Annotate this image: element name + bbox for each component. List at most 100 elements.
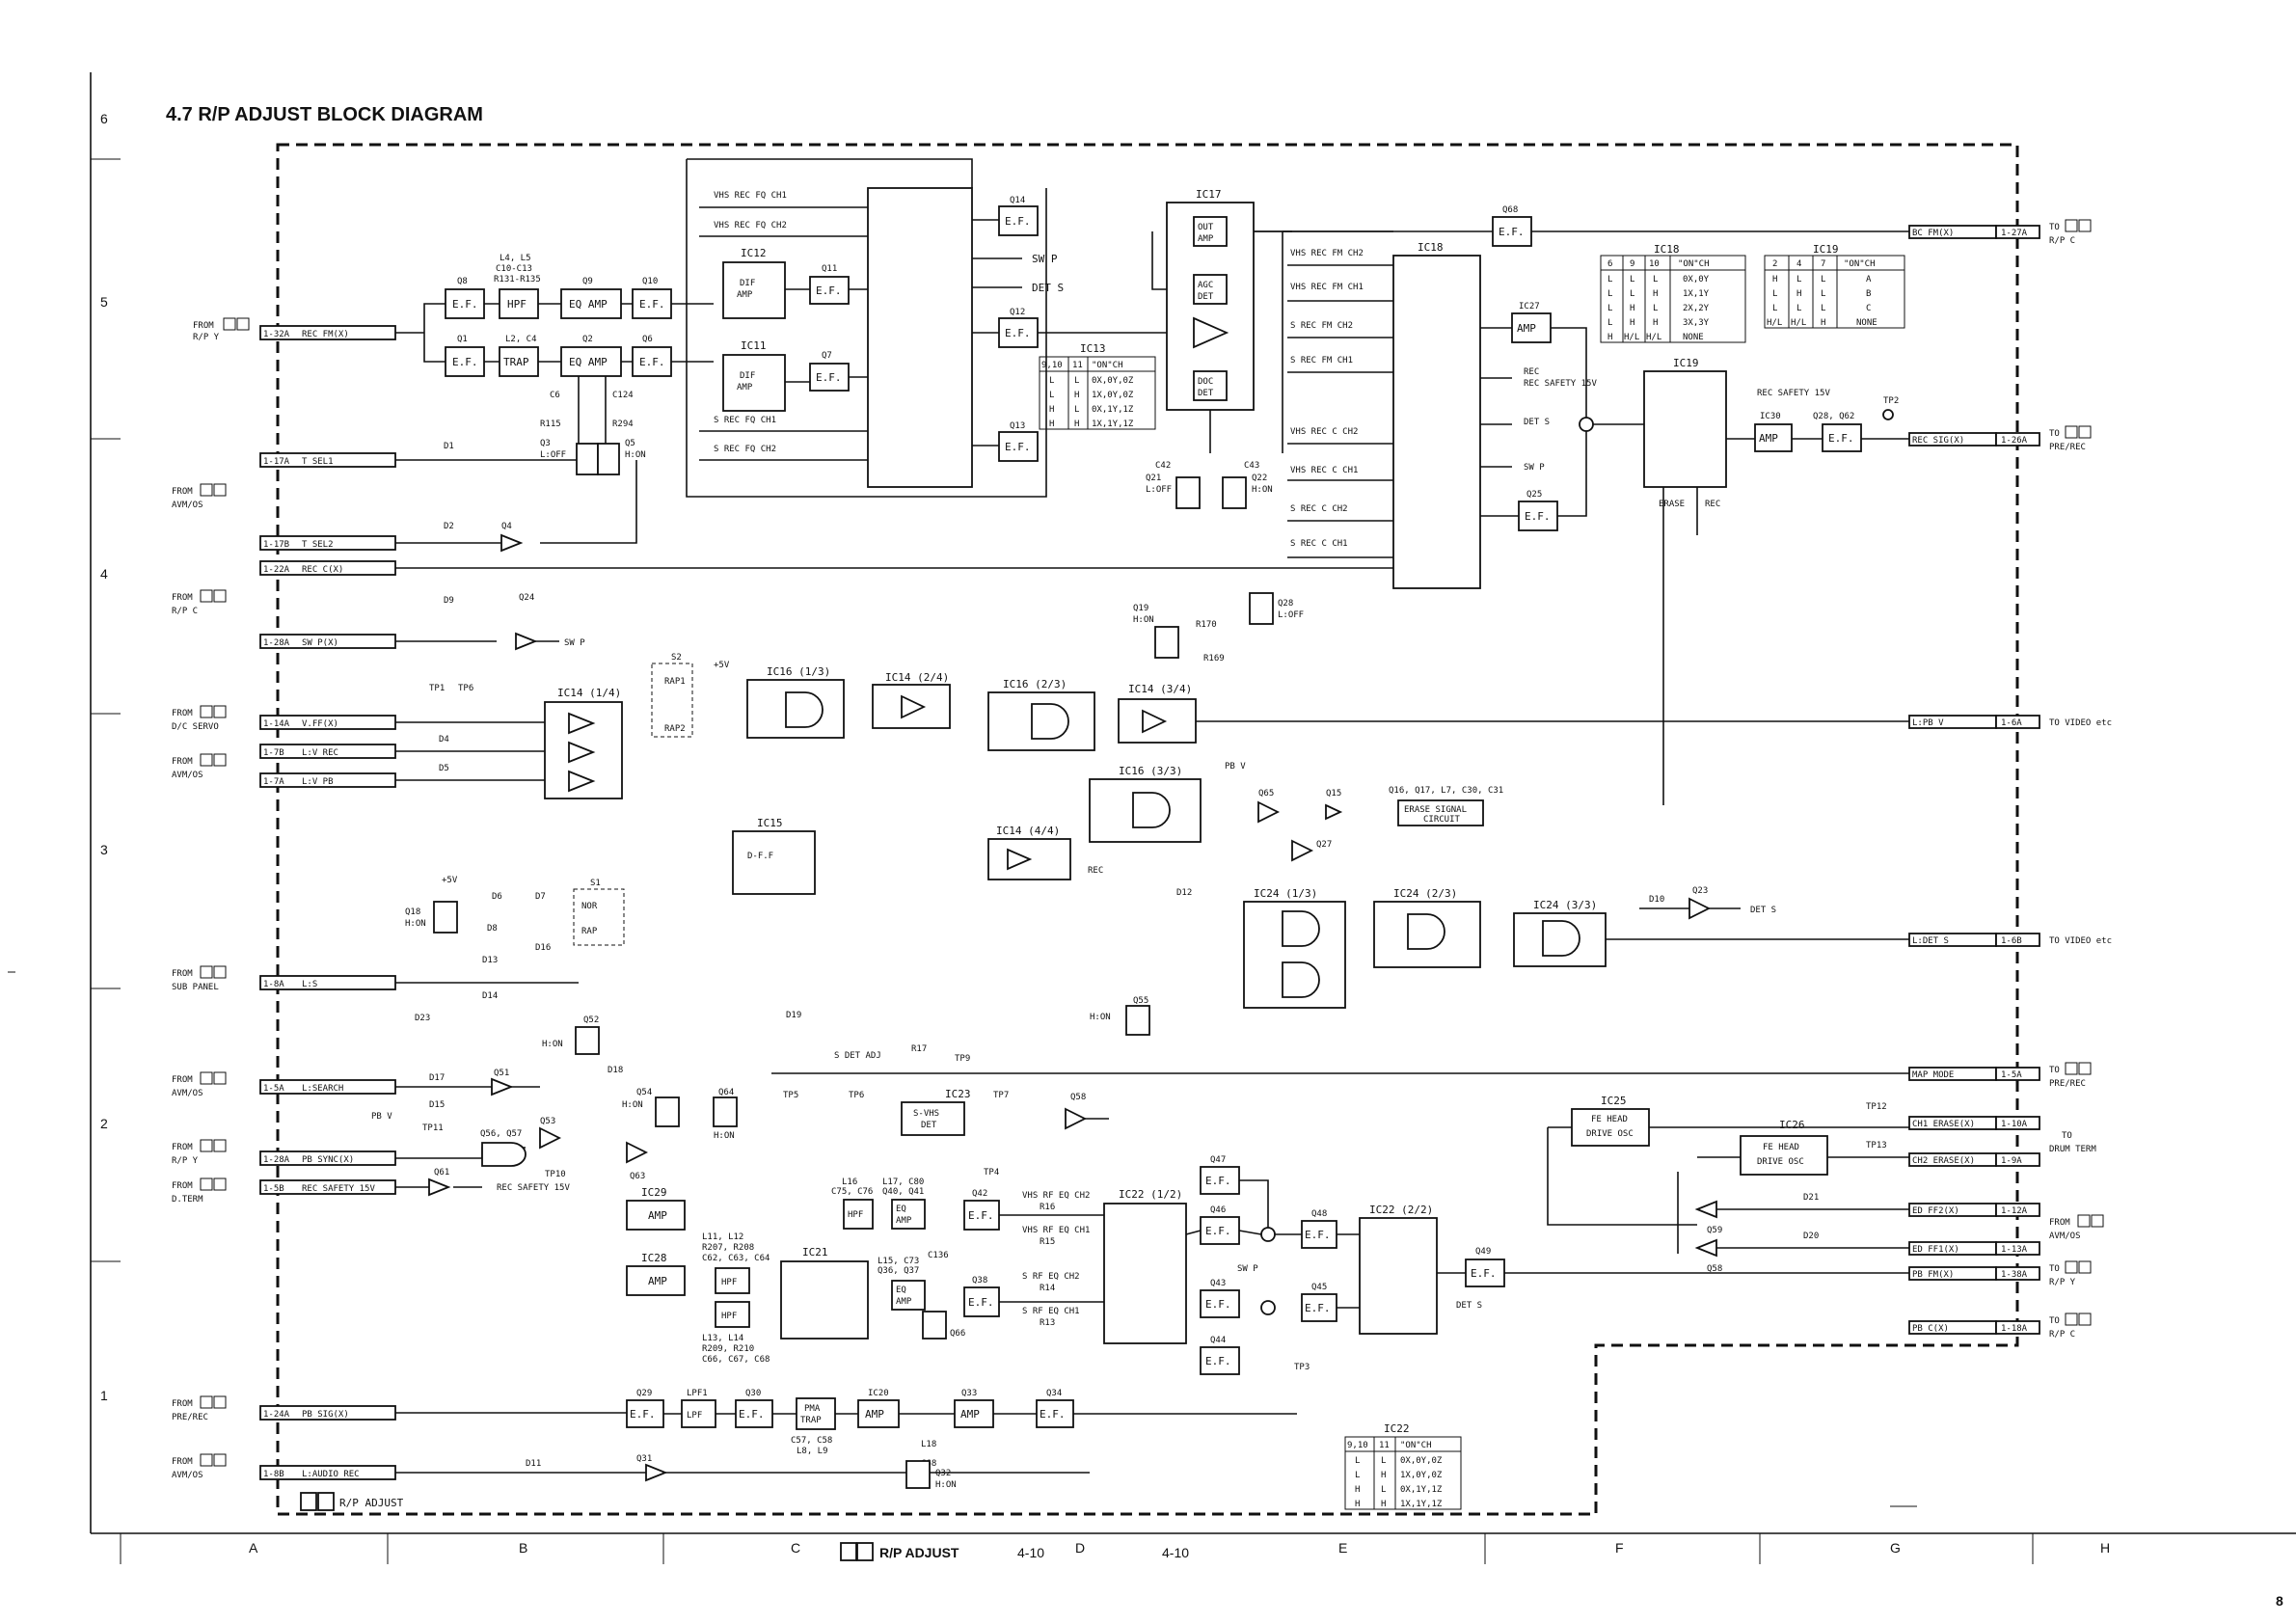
left-signal-lines: SW P REC SAFETY 15V PB V [371,459,1393,1482]
svg-text:L:V REC: L:V REC [302,748,338,758]
svg-text:D2: D2 [444,522,454,531]
svg-text:H: H [1607,333,1612,342]
svg-text:9,10: 9,10 [1347,1441,1368,1450]
svg-text:IC24 (1/3): IC24 (1/3) [1254,887,1317,900]
svg-text:REC: REC [1524,367,1539,377]
output-connectors: BC FM(X) 1-27A TO R/P C REC SIG(X) 1-26A… [1908,219,2112,1340]
svg-text:Q1: Q1 [457,335,468,344]
footer-board-label: R/P ADJUST [879,1545,959,1560]
svg-text:C136: C136 [928,1251,949,1260]
svg-text:IC20: IC20 [868,1389,889,1398]
svg-text:R294: R294 [612,420,634,429]
svg-text:DOC: DOC [1198,377,1213,387]
svg-text:L: L [1772,304,1777,313]
svg-text:Q53: Q53 [540,1117,555,1126]
svg-text:E.F.: E.F. [1305,1302,1331,1314]
svg-text:H: H [1821,318,1825,328]
svg-text:R170: R170 [1196,620,1217,630]
svg-text:S RF EQ CH1: S RF EQ CH1 [1022,1307,1080,1316]
svg-text:Q48: Q48 [1311,1209,1327,1219]
svg-text:E.F.: E.F. [1305,1229,1331,1241]
svg-text:H: H [1049,420,1054,429]
svg-text:LPF1: LPF1 [687,1389,708,1398]
svg-text:S REC FM CH2: S REC FM CH2 [1290,321,1353,331]
svg-text:Q58: Q58 [1707,1264,1722,1274]
svg-text:4: 4 [1796,259,1801,269]
svg-text:0X,0Y: 0X,0Y [1683,275,1710,284]
svg-text:FROM: FROM [172,593,193,603]
row-2: 2 [100,1116,108,1131]
svg-text:10: 10 [1649,259,1660,269]
svg-text:1-8B: 1-8B [263,1470,284,1479]
svg-text:1-27A: 1-27A [2001,229,2028,238]
svg-text:T SEL2: T SEL2 [302,540,334,550]
svg-text:"ON"CH: "ON"CH [1844,259,1876,269]
svg-text:IC27: IC27 [1519,302,1540,311]
svg-text:C43: C43 [1244,461,1259,471]
svg-text:AMP: AMP [896,1297,912,1307]
svg-text:IC16 (1/3): IC16 (1/3) [767,665,830,678]
svg-text:D9: D9 [444,596,454,606]
svg-text:ERASE: ERASE [1659,500,1685,509]
svg-text:L: L [1821,275,1825,284]
svg-text:1-32A: 1-32A [263,330,290,339]
svg-text:S2: S2 [671,653,682,663]
svg-text:Q52: Q52 [583,1015,599,1025]
svg-text:REC SIG(X): REC SIG(X) [1912,436,1964,446]
svg-text:Q11: Q11 [822,264,837,274]
svg-text:Q8: Q8 [457,277,468,286]
svg-text:L15, C73: L15, C73 [878,1257,919,1266]
svg-text:E.F.: E.F. [968,1296,994,1309]
svg-text:"ON"CH: "ON"CH [1678,259,1710,269]
svg-text:VHS REC FQ CH1: VHS REC FQ CH1 [714,191,787,201]
svg-text:Q49: Q49 [1475,1247,1491,1257]
svg-text:H: H [1630,318,1634,328]
svg-text:H: H [1630,304,1634,313]
search-logic: H:ON Q52 H:ON Q54 H:ON Q64 H:ON Q55 Q53 … [480,996,1996,1181]
svg-text:PB SIG(X): PB SIG(X) [302,1410,349,1420]
svg-text:L:SEARCH: L:SEARCH [302,1084,343,1094]
svg-text:AGC: AGC [1198,281,1213,290]
ic24-group: IC24 (1/3) IC24 (2/3) IC24 (3/3) D10 Q23… [1243,886,1996,1009]
svg-text:IC14 (2/4): IC14 (2/4) [885,671,949,684]
svg-text:D/C SERVO: D/C SERVO [172,722,219,732]
svg-text:L: L [1607,289,1612,299]
col-a: A [249,1540,258,1556]
svg-text:H: H [1074,391,1079,400]
svg-text:1-28A: 1-28A [263,638,290,648]
svg-text:B: B [1866,289,1871,299]
ic19-ic30: IC19 AMP IC30 E.F. Q28, Q62 REC SAFETY 1… [1593,357,1996,805]
svg-text:Q19: Q19 [1133,604,1148,613]
svg-text:TP2: TP2 [1883,396,1899,406]
board-icon-2 [856,1542,874,1561]
svg-text:TO: TO [2049,1066,2060,1075]
svg-text:2: 2 [1772,259,1777,269]
svg-text:1-8A: 1-8A [263,980,284,989]
svg-text:TO VIDEO etc: TO VIDEO etc [2049,936,2112,946]
svg-text:FROM: FROM [172,757,193,767]
svg-text:E.F.: E.F. [1471,1267,1497,1280]
svg-text:AVM/OS: AVM/OS [2049,1232,2081,1241]
svg-text:Q68: Q68 [1502,205,1518,215]
svg-text:L13, L14: L13, L14 [702,1334,743,1343]
svg-text:FROM: FROM [172,709,193,718]
svg-text:L:DET S: L:DET S [1912,936,1949,946]
svg-text:D14: D14 [482,991,498,1001]
svg-text:S REC C CH1: S REC C CH1 [1290,539,1348,549]
svg-text:L: L [1381,1485,1386,1495]
svg-text:D18: D18 [608,1066,623,1075]
svg-text:Q47: Q47 [1210,1155,1226,1165]
svg-text:TO: TO [2049,223,2060,232]
svg-text:R/P Y: R/P Y [172,1156,199,1166]
svg-text:DRIVE OSC: DRIVE OSC [1757,1157,1804,1167]
svg-text:L: L [1796,275,1801,284]
svg-text:C6: C6 [550,391,560,400]
svg-text:H: H [1381,1500,1386,1509]
svg-text:TO: TO [2049,429,2060,439]
svg-text:Q40, Q41: Q40, Q41 [882,1187,924,1197]
svg-text:CIRCUIT: CIRCUIT [1423,815,1461,825]
svg-text:AVM/OS: AVM/OS [172,1471,203,1480]
